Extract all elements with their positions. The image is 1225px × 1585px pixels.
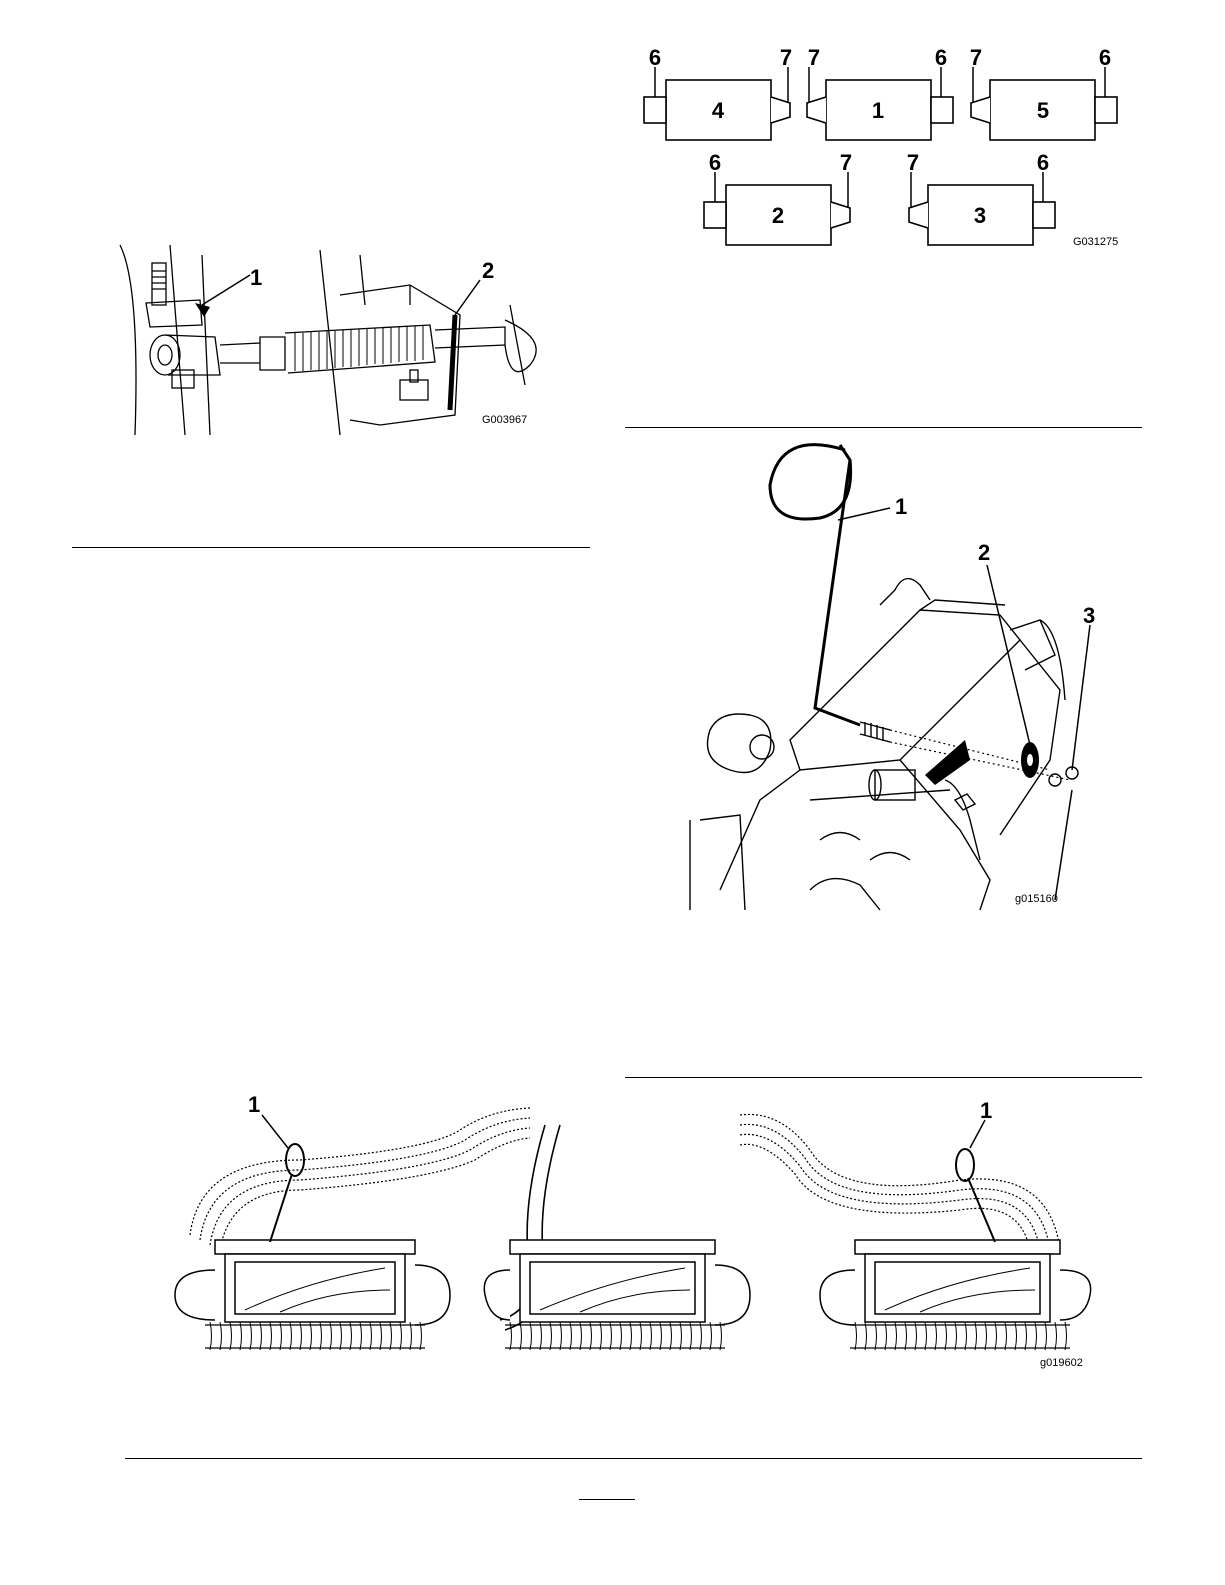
hose-routing-figure: 1 1 g019602: [160, 1090, 1100, 1365]
unit-5-label: 5: [1037, 98, 1049, 123]
divider-right-top: [625, 427, 1142, 428]
unit-1-label: 1: [872, 98, 884, 123]
side-label: 7: [808, 45, 820, 70]
reel-shim-figure: 1 2 3 g015160: [660, 440, 1130, 915]
unit-2-label: 2: [772, 203, 784, 228]
side-label: 6: [649, 45, 661, 70]
callout-2: 2: [978, 540, 990, 565]
side-label: 7: [970, 45, 982, 70]
cutting-unit-layout-figure: 4 1 5 2 3 6 7 7 6 7 6 6 7 7 6 G031275: [638, 45, 1128, 255]
figure-code: G031275: [1073, 236, 1118, 248]
side-label: 7: [780, 45, 792, 70]
callout-2: 2: [482, 258, 494, 283]
figure-code: g019602: [1040, 1357, 1083, 1369]
side-label: 6: [935, 45, 947, 70]
side-label: 7: [907, 150, 919, 175]
page-number-line: [579, 1499, 635, 1500]
linkage-rod-figure: 1 2 G003967: [110, 245, 550, 435]
side-label: 6: [1037, 150, 1049, 175]
side-label: 6: [709, 150, 721, 175]
callout-1: 1: [895, 494, 907, 519]
unit-3-label: 3: [974, 203, 986, 228]
side-label: 6: [1099, 45, 1111, 70]
callout-1-right: 1: [980, 1098, 992, 1123]
divider-bottom: [125, 1458, 1142, 1459]
figure-code: g015160: [1015, 893, 1058, 905]
side-label: 7: [840, 150, 852, 175]
divider-left-mid: [72, 547, 590, 548]
unit-4-label: 4: [712, 98, 725, 123]
callout-3: 3: [1083, 603, 1095, 628]
divider-right-mid: [625, 1077, 1142, 1078]
callout-1: 1: [250, 265, 262, 290]
figure-code: G003967: [482, 414, 527, 426]
callout-1-left: 1: [248, 1092, 260, 1117]
